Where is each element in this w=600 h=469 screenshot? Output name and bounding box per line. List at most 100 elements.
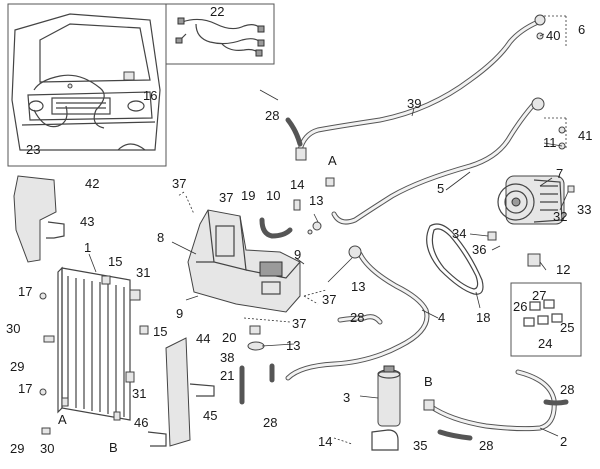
callout-15-a: 15	[108, 254, 122, 269]
vehicle-front	[11, 13, 161, 151]
callout-46: 46	[134, 415, 148, 430]
callout-29-b: 29	[10, 441, 24, 456]
compressor	[497, 175, 565, 225]
callout-3: 3	[343, 390, 350, 405]
callout-37-a: 37	[172, 176, 186, 191]
callout-36: 36	[472, 242, 486, 257]
condenser-fins	[67, 276, 125, 417]
connector-b-lower: B	[109, 440, 118, 455]
callout-27: 27	[532, 288, 546, 303]
callout-26: 26	[513, 299, 527, 314]
callout-28-c: 28	[263, 415, 277, 430]
callout-30-b: 30	[40, 441, 54, 456]
callout-20: 20	[222, 330, 236, 345]
callout-37-d: 37	[292, 316, 306, 331]
callout-2: 2	[560, 434, 567, 449]
receiver-drier	[377, 365, 401, 427]
callout-16: 16	[143, 88, 157, 103]
callout-30-a: 30	[6, 321, 20, 336]
callout-37-b: 37	[219, 190, 233, 205]
callout-14-b: 14	[318, 434, 332, 449]
callout-34: 34	[452, 226, 466, 241]
bracket-46	[147, 431, 167, 447]
callout-28-d: 28	[560, 382, 574, 397]
callout-21: 21	[220, 368, 234, 383]
callout-31-a: 31	[136, 265, 150, 280]
drive-belt	[426, 223, 484, 295]
callout-44: 44	[196, 331, 210, 346]
callout-19: 19	[241, 188, 255, 203]
leader-lines	[88, 15, 569, 445]
callout-5: 5	[437, 181, 444, 196]
callout-28-a: 28	[265, 108, 279, 123]
connector-a-upper: A	[328, 153, 337, 168]
vehicle-inset-frame	[7, 3, 167, 167]
bracket-45	[189, 383, 215, 397]
clamp-35	[371, 429, 399, 451]
valve-20	[249, 325, 261, 335]
callout-41: 41	[578, 128, 592, 143]
callout-40: 40	[546, 28, 560, 43]
hose-28-top	[285, 117, 303, 147]
small-fittings	[39, 32, 575, 435]
callout-35: 35	[413, 438, 427, 453]
callout-42: 42	[85, 176, 99, 191]
callout-24: 24	[538, 336, 552, 351]
callout-7: 7	[556, 166, 563, 181]
callout-6: 6	[578, 22, 585, 37]
callout-29-a: 29	[10, 359, 24, 374]
hose-19	[259, 217, 293, 239]
callout-39: 39	[407, 96, 421, 111]
callout-32: 32	[553, 209, 567, 224]
callout-17-a: 17	[18, 284, 32, 299]
callout-13-a: 13	[309, 193, 323, 208]
bracket-43	[46, 221, 65, 239]
hose-28-middle-core	[338, 315, 382, 324]
bracket-44	[165, 337, 191, 447]
callout-1: 1	[84, 240, 91, 255]
callout-22: 22	[210, 4, 224, 19]
callout-25: 25	[560, 320, 574, 335]
callout-4: 4	[438, 310, 445, 325]
harness-inset-frame	[165, 3, 275, 65]
callout-33: 33	[577, 202, 591, 217]
wiring-harness	[175, 17, 265, 57]
callout-43: 43	[80, 214, 94, 229]
evaporator-unit	[187, 209, 301, 313]
callout-17-b: 17	[18, 381, 32, 396]
callout-8: 8	[157, 230, 164, 245]
callout-15-b: 15	[153, 324, 167, 339]
callout-38: 38	[220, 350, 234, 365]
clips-set	[523, 299, 563, 327]
ac-hose-39	[295, 14, 546, 225]
hose-2	[427, 369, 557, 432]
hose-28-lower	[437, 429, 473, 441]
callout-9-lower: 9	[176, 306, 183, 321]
valve-38	[247, 341, 265, 351]
clips-inset-frame	[510, 282, 582, 357]
connector-b-right: B	[424, 374, 433, 389]
callout-14-a: 14	[290, 177, 304, 192]
callout-28-e: 28	[479, 438, 493, 453]
callout-11: 11	[543, 135, 557, 150]
callout-28-b: 28	[350, 310, 364, 325]
callout-13-c: 13	[286, 338, 300, 353]
callout-37-c: 37	[322, 292, 336, 307]
callout-18: 18	[476, 310, 490, 325]
callout-12: 12	[556, 262, 570, 277]
callout-45: 45	[203, 408, 217, 423]
hose-28-right	[543, 399, 569, 406]
callout-23: 23	[26, 142, 40, 157]
hose-4-core	[286, 252, 429, 380]
callout-labels: 1 2 3 4 5 6 7 8 9 9 10 11 12 13 13 13 14…	[6, 4, 592, 456]
drive-belt-inner	[431, 228, 479, 290]
callout-10: 10	[266, 188, 280, 203]
callout-9-upper: 9	[294, 247, 301, 262]
connector-a-lower: A	[58, 412, 67, 427]
callout-13-b: 13	[351, 279, 365, 294]
bracket-42	[13, 175, 57, 263]
condenser	[57, 266, 131, 421]
callout-31-b: 31	[132, 386, 146, 401]
